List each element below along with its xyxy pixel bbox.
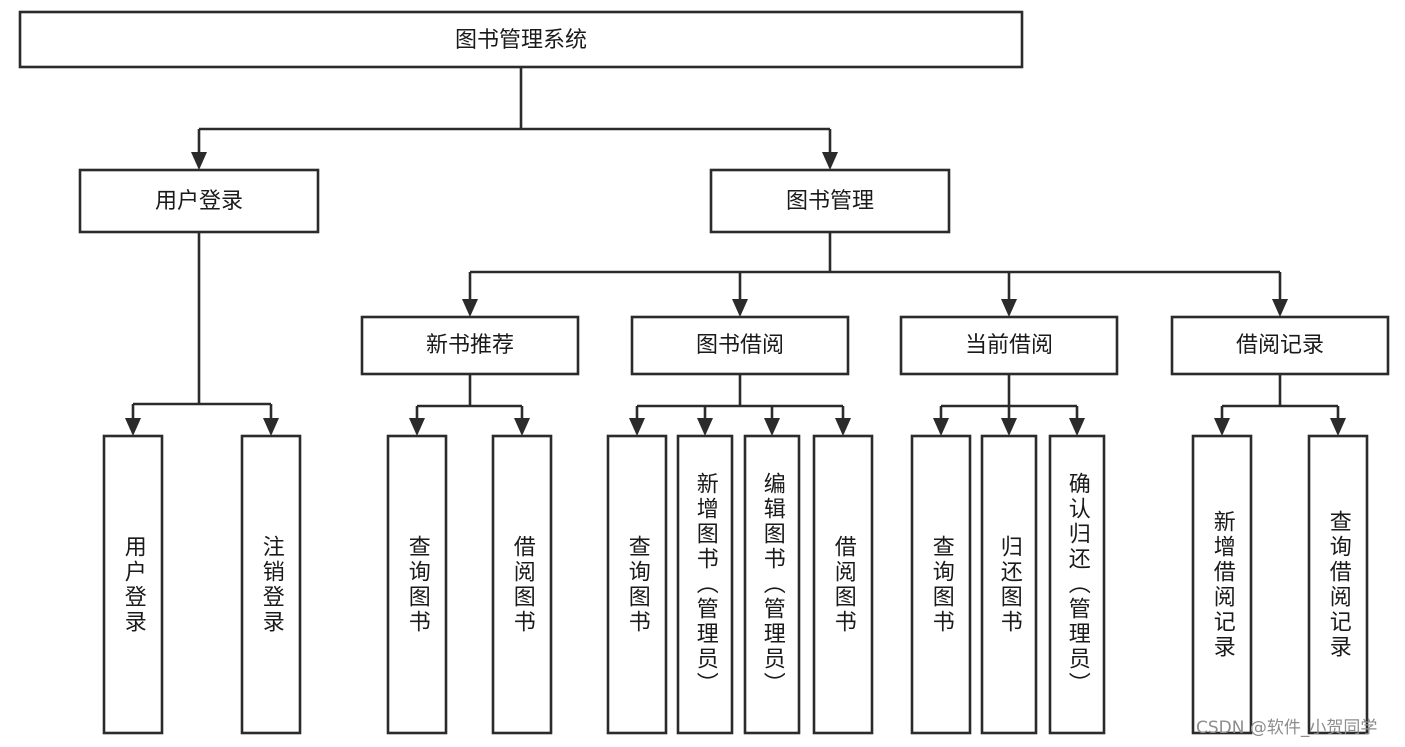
leaf-new-book-0[interactable] <box>386 434 448 735</box>
connector-userlogin-to-leaves <box>125 232 279 436</box>
connector-newbook-to-leaves <box>409 374 530 436</box>
arrow-head-icon <box>514 418 530 436</box>
node-book-management[interactable]: 图书管理 <box>709 168 951 234</box>
node-current-borrow-label: 当前借阅 <box>965 333 1053 358</box>
arrow-head-icon <box>1001 299 1017 317</box>
leaf-user-login-1[interactable] <box>240 434 302 735</box>
connector-bookmgmt-to-level3 <box>462 232 1288 317</box>
node-current-borrow[interactable]: 当前借阅 <box>899 315 1119 376</box>
arrow-head-icon <box>1330 418 1346 436</box>
leaf-book-borrow-2[interactable] <box>743 434 801 735</box>
connector-current-to-leaves <box>933 374 1085 436</box>
arrow-head-icon <box>1001 418 1017 436</box>
arrow-head-icon <box>822 152 838 170</box>
arrow-head-icon <box>697 418 713 436</box>
node-borrow-record-label: 借阅记录 <box>1236 333 1324 358</box>
leaf-borrow-record-1[interactable] <box>1307 434 1369 735</box>
leaf-current-borrow-2[interactable] <box>1048 434 1106 735</box>
node-borrow-record[interactable]: 借阅记录 <box>1170 315 1390 376</box>
leaf-book-borrow-3[interactable] <box>812 434 874 735</box>
node-user-login[interactable]: 用户登录 <box>78 168 320 234</box>
leaf-borrow-record-0[interactable] <box>1191 434 1253 735</box>
arrow-head-icon <box>629 418 645 436</box>
arrow-head-icon <box>263 418 279 436</box>
connector-record-to-leaves <box>1214 374 1346 436</box>
leaf-current-borrow-0[interactable] <box>910 434 972 735</box>
leaf-new-book-1[interactable] <box>491 434 553 735</box>
node-new-book-recommend[interactable]: 新书推荐 <box>360 315 580 376</box>
arrow-head-icon <box>125 418 141 436</box>
arrow-head-icon <box>462 299 478 317</box>
node-user-login-label: 用户登录 <box>155 189 243 214</box>
connector-root-to-level2 <box>191 67 838 170</box>
node-new-book-recommend-label: 新书推荐 <box>426 333 514 358</box>
arrow-head-icon <box>835 418 851 436</box>
leaf-user-login-0[interactable] <box>102 434 164 735</box>
leaf-book-borrow-1[interactable] <box>676 434 734 735</box>
arrow-head-icon <box>1069 418 1085 436</box>
node-root-label: 图书管理系统 <box>455 28 587 53</box>
node-book-borrow-label: 图书借阅 <box>696 333 784 358</box>
connector-borrow-to-leaves <box>629 374 851 436</box>
leaf-book-borrow-0[interactable] <box>606 434 668 735</box>
arrow-head-icon <box>191 152 207 170</box>
arrow-head-icon <box>1272 299 1288 317</box>
node-book-borrow[interactable]: 图书借阅 <box>630 315 850 376</box>
arrow-head-icon <box>1214 418 1230 436</box>
leaf-current-borrow-1[interactable] <box>980 434 1038 735</box>
arrow-head-icon <box>764 418 780 436</box>
watermark-text: CSDN @软件_小贺同学 <box>1196 718 1378 738</box>
node-book-management-label: 图书管理 <box>786 189 874 214</box>
node-root[interactable]: 图书管理系统 <box>18 10 1024 69</box>
arrow-head-icon <box>732 299 748 317</box>
arrow-head-icon <box>933 418 949 436</box>
arrow-head-icon <box>409 418 425 436</box>
